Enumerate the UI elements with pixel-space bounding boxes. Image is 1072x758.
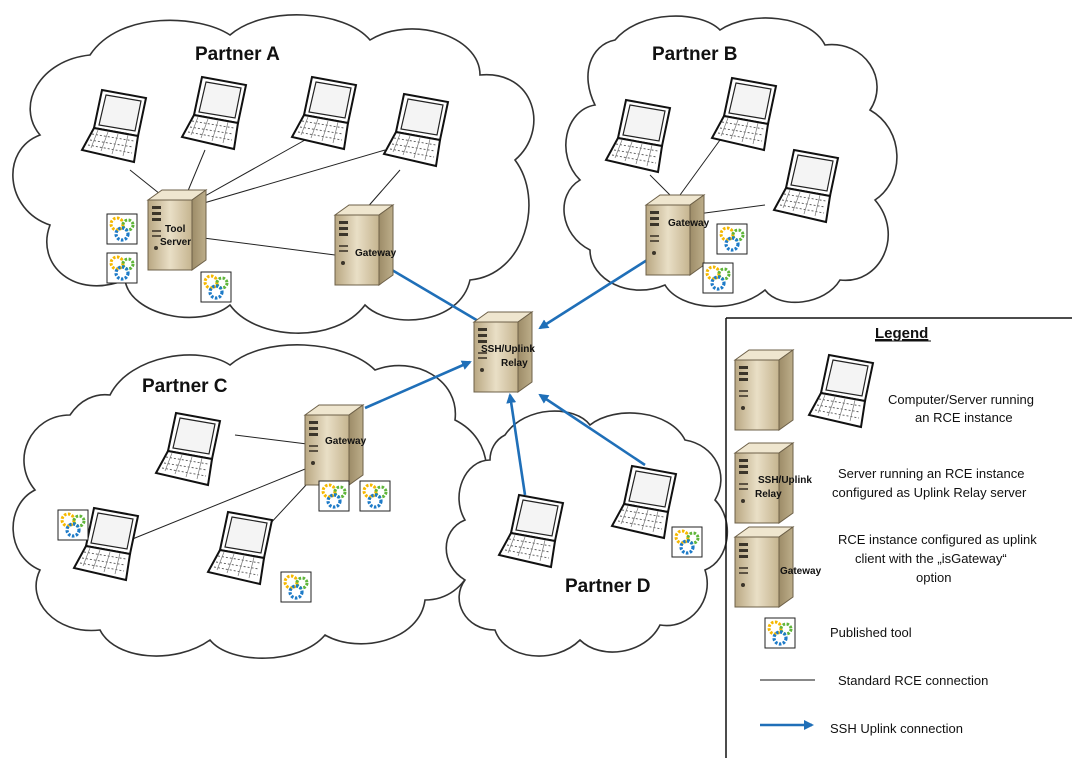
legend-ssh-text: SSH Uplink connection — [830, 721, 963, 736]
partner-b-gateway-server — [645, 194, 705, 276]
legend-title: Legend — [875, 325, 928, 342]
legend-laptop-icon — [808, 354, 874, 428]
partner-c-title: Partner C — [142, 376, 228, 397]
published-tool-icon — [317, 479, 351, 513]
published-tool-icon — [279, 570, 313, 604]
legend-gateway-text: RCE instance configured as uplink — [838, 532, 1037, 547]
legend-gateway-text: option — [916, 570, 951, 585]
legend-published-tool-icon — [763, 616, 797, 650]
partner-a-gateway-server — [334, 204, 394, 286]
tool-server-label: Tool — [165, 224, 186, 235]
legend-gateway-text: client with the „isGateway“ — [855, 551, 1007, 566]
legend: Legend Computer/Server running an RCE in… — [725, 317, 1072, 758]
legend-relay-icon-label: Relay — [755, 489, 782, 500]
partner-a-title: Partner A — [195, 44, 280, 65]
gateway-label: Gateway — [668, 218, 710, 229]
legend-relay-text: Server running an RCE instance — [838, 466, 1024, 481]
published-tool-icon — [199, 270, 233, 304]
legend-relay-text: configured as Uplink Relay server — [832, 485, 1027, 500]
gateway-label: Gateway — [325, 436, 367, 447]
cloud-partner-c — [12, 344, 488, 659]
legend-computer-text: an RCE instance — [915, 410, 1013, 425]
relay-label: SSH/Uplink — [481, 344, 535, 355]
legend-gateway-icon-label: Gateway — [780, 566, 822, 577]
published-tool-icon — [105, 251, 139, 285]
gateway-label: Gateway — [355, 248, 397, 259]
relay-label: Relay — [501, 358, 528, 369]
published-tool-icon — [715, 222, 749, 256]
published-tool-icon — [670, 525, 704, 559]
legend-server-icon — [734, 349, 794, 431]
partner-b-title: Partner B — [652, 44, 738, 65]
published-tool-icon — [105, 212, 139, 246]
published-tool-icon — [358, 479, 392, 513]
partner-d-title: Partner D — [565, 576, 651, 597]
legend-standard-text: Standard RCE connection — [838, 673, 988, 688]
legend-computer-text: Computer/Server running — [888, 392, 1034, 407]
legend-published-tool-text: Published tool — [830, 625, 912, 640]
published-tool-icon — [56, 508, 90, 542]
published-tool-icon — [701, 261, 735, 295]
legend-relay-icon-label: SSH/Uplink — [758, 475, 812, 486]
tool-server-label: Server — [160, 237, 191, 248]
